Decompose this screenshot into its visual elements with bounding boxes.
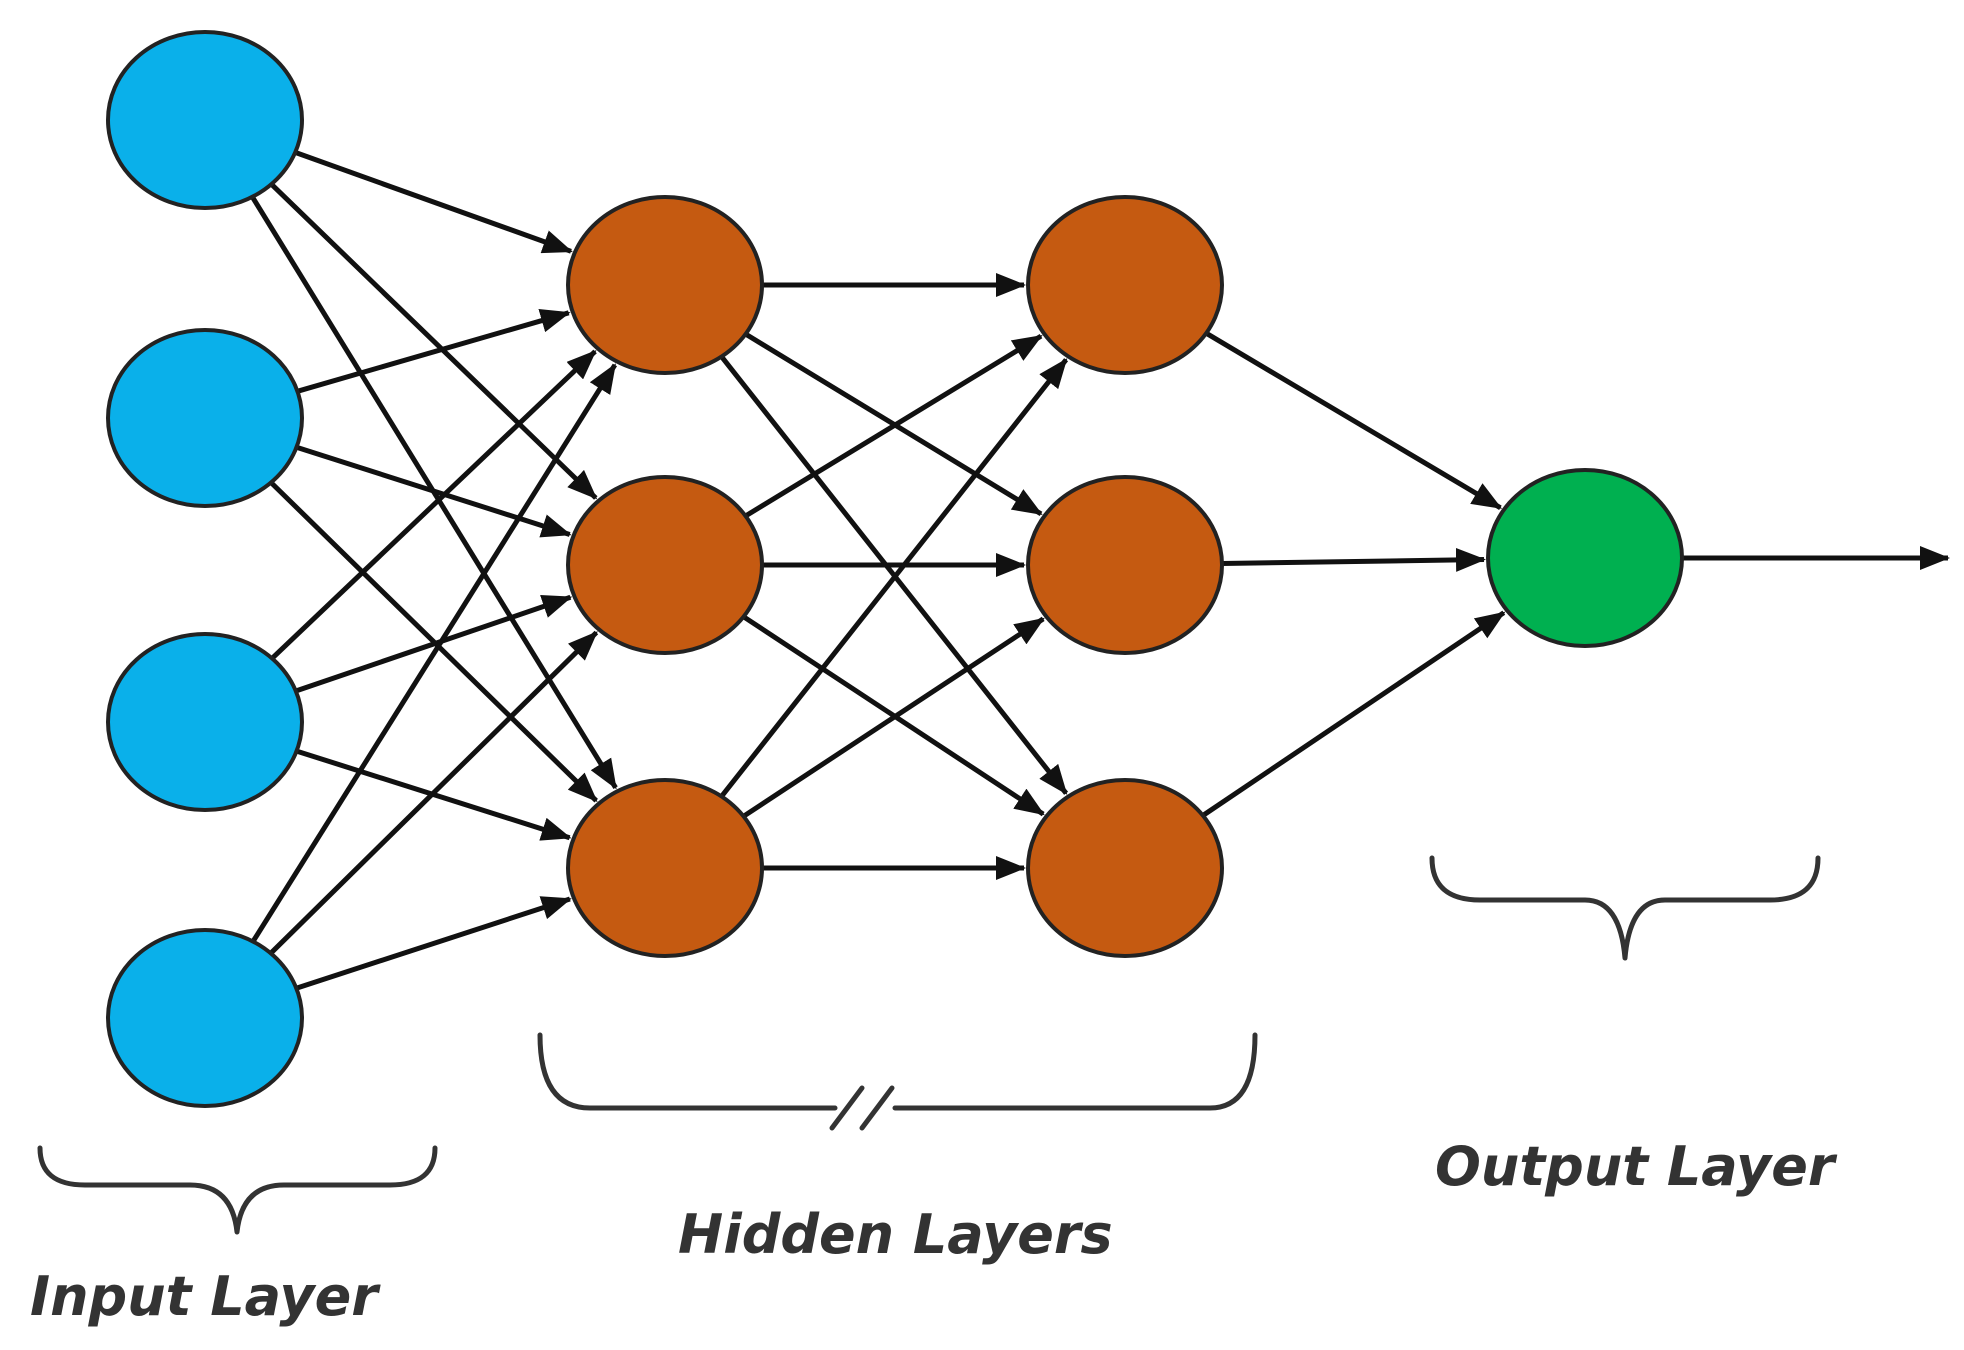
hidden-layers-break-mark-2: [859, 1085, 895, 1131]
connection-l1-1-to-2: [269, 182, 598, 500]
input-neuron-4: [106, 928, 304, 1108]
output-layer-brace: [1429, 855, 1821, 961]
connection-l1-3-to-1: [270, 349, 597, 661]
input-layer-label: Input Layer: [30, 1265, 381, 1328]
connection-l3-3-to-1: [1201, 610, 1506, 818]
hidden-layer-1-neuron-2: [566, 475, 764, 655]
hidden-layers-label: Hidden Layers: [678, 1203, 1113, 1266]
connection-l1-2-to-1: [296, 309, 571, 394]
connection-l2-3-to-1: [719, 358, 1069, 798]
connection-l1-1-to-1: [294, 150, 573, 254]
connection-l1-3-to-2: [294, 594, 573, 694]
connection-l1-2-to-2: [295, 444, 572, 538]
input-neuron-3: [106, 632, 304, 812]
connection-l3-1-to-1: [1204, 331, 1503, 510]
connection-l2-3-to-2: [742, 616, 1045, 819]
connections: [250, 150, 1950, 991]
hidden-layer-1-neuron-1: [566, 195, 764, 375]
output-layer-label: Output Layer: [1435, 1135, 1838, 1198]
input-layer-brace: [37, 1145, 438, 1235]
hidden-layers-break-mark: [829, 1085, 865, 1131]
hidden-layer-2-neuron-2: [1026, 475, 1224, 655]
hidden-layer-2-neuron-1: [1026, 195, 1224, 375]
connection-l1-4-to-3: [295, 896, 572, 991]
connection-l1-4-to-2: [268, 630, 599, 956]
connection-l2-2-to-1: [744, 333, 1043, 519]
connection-l3-2-to-1: [1221, 547, 1486, 572]
hidden-layer-1-neuron-3: [566, 778, 764, 958]
hidden-layer-2-neuron-3: [1026, 778, 1224, 958]
input-neuron-1: [106, 30, 304, 210]
input-neuron-2: [106, 328, 304, 508]
output-neuron: [1486, 468, 1684, 648]
neurons: [106, 30, 1684, 1108]
connection-l1-4-to-1: [250, 363, 618, 943]
hidden-layers-brace: [537, 1032, 1258, 1111]
